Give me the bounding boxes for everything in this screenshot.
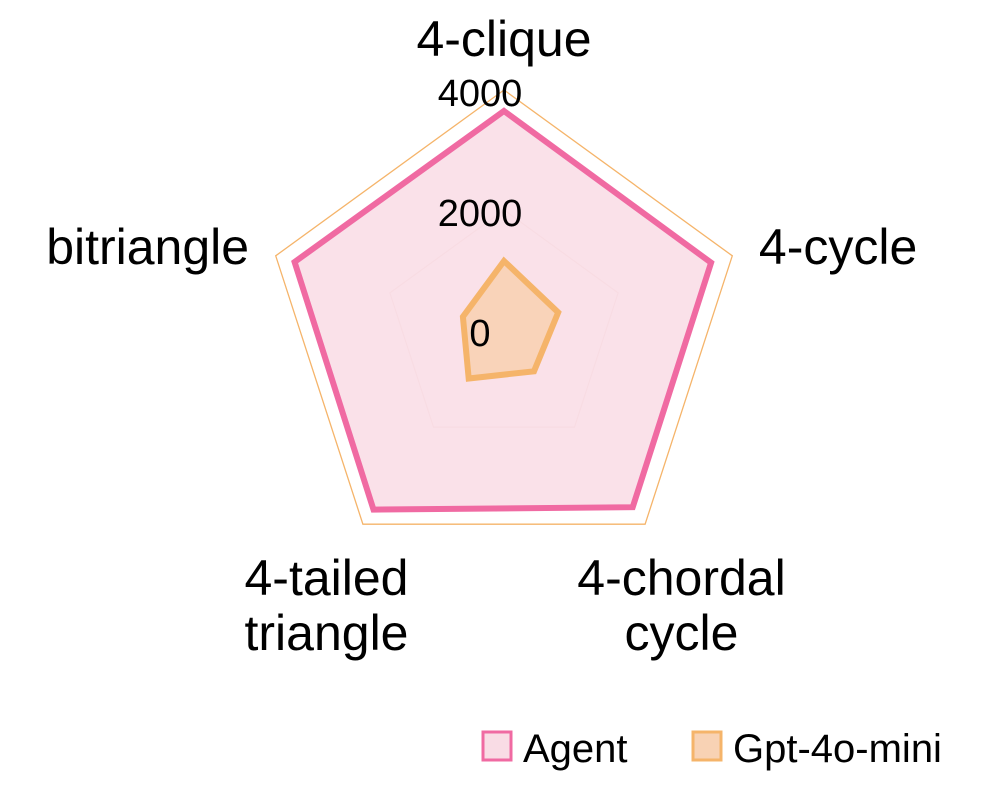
category-label-1-line-0: 4-cycle: [759, 219, 917, 275]
tick-label-1: 2000: [438, 193, 523, 235]
tick-label-2: 4000: [438, 73, 523, 115]
grid-ring-2: [274, 89, 734, 525]
category-label-2-line-1: cycle: [625, 605, 739, 661]
category-label-3-line-0: 4-tailed: [245, 550, 409, 606]
radar-series: [291, 107, 715, 513]
legend-swatch-0: [481, 730, 513, 762]
category-label-3-line-1: triangle: [245, 605, 409, 661]
legend-label-0: Agent: [523, 727, 628, 771]
legend-swatch-1: [691, 730, 723, 762]
radial-tick-labels: 0 2000 4000: [438, 73, 523, 355]
category-label-4-line-0: bitriangle: [46, 219, 249, 275]
category-label-2-line-0: 4-chordal: [577, 550, 785, 606]
legend: Agent Gpt-4o-mini: [481, 727, 942, 771]
category-label-0-line-0: 4-clique: [416, 11, 591, 67]
series-polygon-gpt-4o-mini: [459, 256, 562, 382]
tick-label-0: 0: [469, 313, 490, 355]
legend-label-1: Gpt-4o-mini: [733, 727, 942, 771]
